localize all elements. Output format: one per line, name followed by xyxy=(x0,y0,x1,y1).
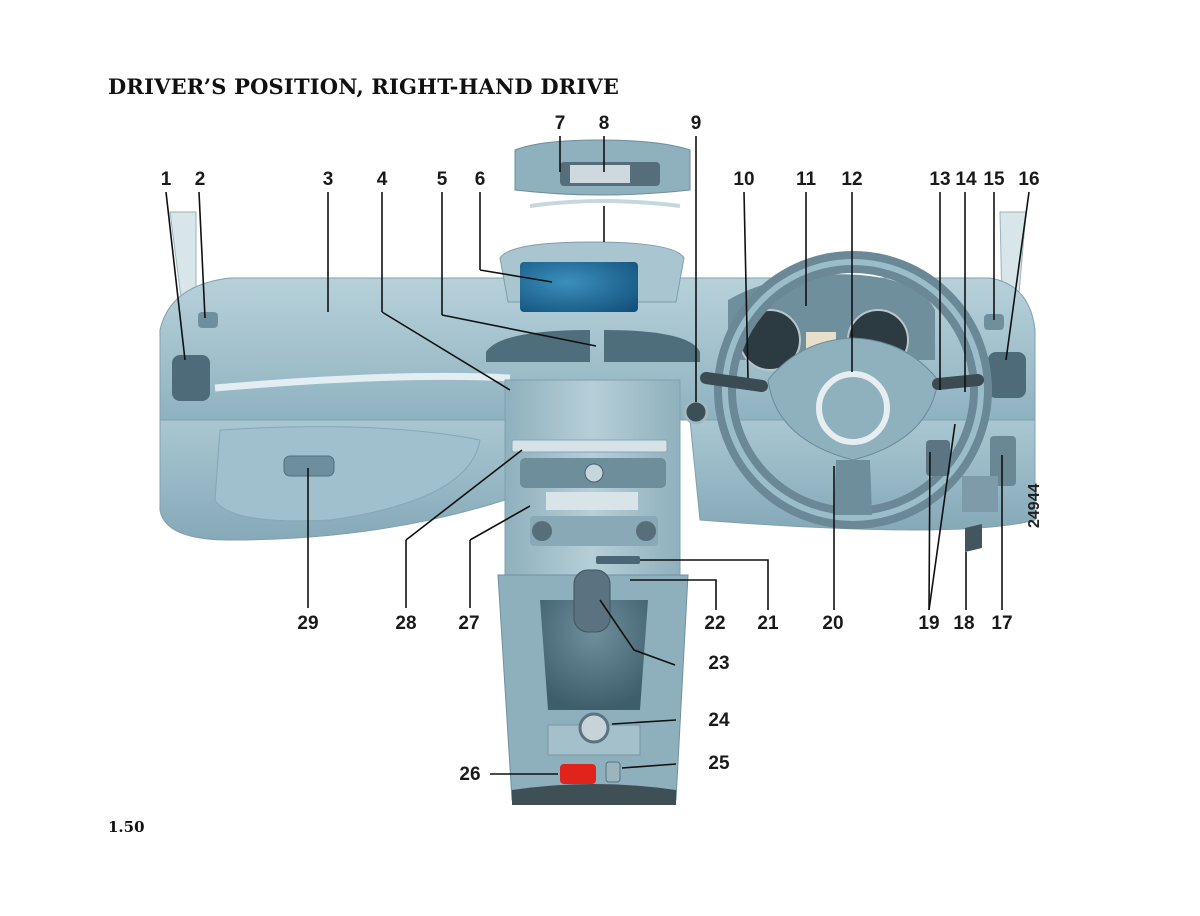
callout-4: 4 xyxy=(376,169,388,190)
callout-1: 1 xyxy=(160,169,172,190)
card-slot[interactable] xyxy=(596,556,640,564)
climate-knob-left[interactable] xyxy=(532,521,552,541)
right-side-vent xyxy=(988,352,1026,398)
glovebox-lid xyxy=(214,426,481,522)
callout-20: 20 xyxy=(822,613,844,634)
bonnet-release[interactable] xyxy=(965,524,982,552)
leader-25 xyxy=(621,763,677,769)
right-vent-adjuster[interactable] xyxy=(984,314,1004,330)
leader-1 xyxy=(165,191,186,361)
callout-22: 22 xyxy=(704,613,726,634)
callout-26: 26 xyxy=(459,764,481,785)
small-switch[interactable] xyxy=(605,761,621,783)
leader-10 xyxy=(743,191,749,379)
climate-display xyxy=(546,492,638,510)
lower-vent-grille xyxy=(962,476,998,512)
armrest-base xyxy=(512,784,676,805)
figure-reference-code: 24944 xyxy=(1026,483,1043,529)
chrome-trim xyxy=(214,372,511,392)
callout-12: 12 xyxy=(841,169,863,190)
callout-24: 24 xyxy=(708,710,730,731)
centre-vent-right xyxy=(604,330,700,362)
callout-2: 2 xyxy=(194,169,206,190)
callout-3: 3 xyxy=(322,169,334,190)
callout-16: 16 xyxy=(1018,169,1040,190)
callout-19: 19 xyxy=(918,613,940,634)
leader-28b xyxy=(405,449,523,541)
mirror-sensor xyxy=(570,165,630,183)
callout-15: 15 xyxy=(983,169,1005,190)
radio-knob[interactable] xyxy=(584,463,604,483)
callout-11: 11 xyxy=(795,169,817,190)
leader-16 xyxy=(1005,191,1030,361)
leader-23 xyxy=(599,599,676,666)
callout-10: 10 xyxy=(733,169,755,190)
left-side-vent xyxy=(172,355,210,401)
leader-19b xyxy=(928,451,931,611)
wheel-lower-spoke xyxy=(834,460,872,515)
page-title: DRIVER’S POSITION, RIGHT-HAND DRIVE xyxy=(108,74,620,99)
callout-18: 18 xyxy=(953,613,975,634)
brand-emblem xyxy=(816,371,890,445)
cd-slot[interactable] xyxy=(511,439,668,453)
callout-8: 8 xyxy=(598,113,610,134)
left-vent-adjuster[interactable] xyxy=(198,312,218,328)
callout-27: 27 xyxy=(458,613,480,634)
climate-controls[interactable] xyxy=(530,516,658,546)
leader-5b xyxy=(441,314,597,347)
centre-vent-left xyxy=(486,330,590,362)
gear-knob[interactable] xyxy=(573,569,611,633)
callout-23: 23 xyxy=(708,653,730,674)
gear-boot xyxy=(540,600,648,710)
callout-7: 7 xyxy=(554,113,566,134)
leader-21 xyxy=(640,559,769,610)
navigation-screen xyxy=(520,262,638,312)
callout-13: 13 xyxy=(929,169,951,190)
leader-27b xyxy=(469,505,531,541)
right-stalk[interactable] xyxy=(932,374,984,390)
callout-9: 9 xyxy=(690,113,702,134)
left-stalk[interactable] xyxy=(700,372,768,392)
callout-6: 6 xyxy=(474,169,486,190)
leader-19a xyxy=(928,423,956,611)
climate-knob-right[interactable] xyxy=(636,521,656,541)
glovebox-handle[interactable] xyxy=(283,455,335,477)
callout-21: 21 xyxy=(757,613,779,634)
hazard-switch[interactable] xyxy=(560,764,596,784)
leader-6b xyxy=(479,269,553,283)
leader-2 xyxy=(198,191,206,319)
right-switch-bank[interactable] xyxy=(990,436,1016,486)
leader-22 xyxy=(630,579,717,610)
leader-4b xyxy=(381,311,511,391)
callout-17: 17 xyxy=(991,613,1013,634)
steering-lock[interactable] xyxy=(926,440,950,476)
callout-25: 25 xyxy=(708,753,730,774)
callout-29: 29 xyxy=(297,613,319,634)
parking-brake-control[interactable] xyxy=(578,712,610,744)
callout-5: 5 xyxy=(436,169,448,190)
callout-14: 14 xyxy=(955,169,977,190)
leader-24 xyxy=(611,719,677,725)
callout-28: 28 xyxy=(395,613,417,634)
page-number: 1.50 xyxy=(108,818,145,836)
